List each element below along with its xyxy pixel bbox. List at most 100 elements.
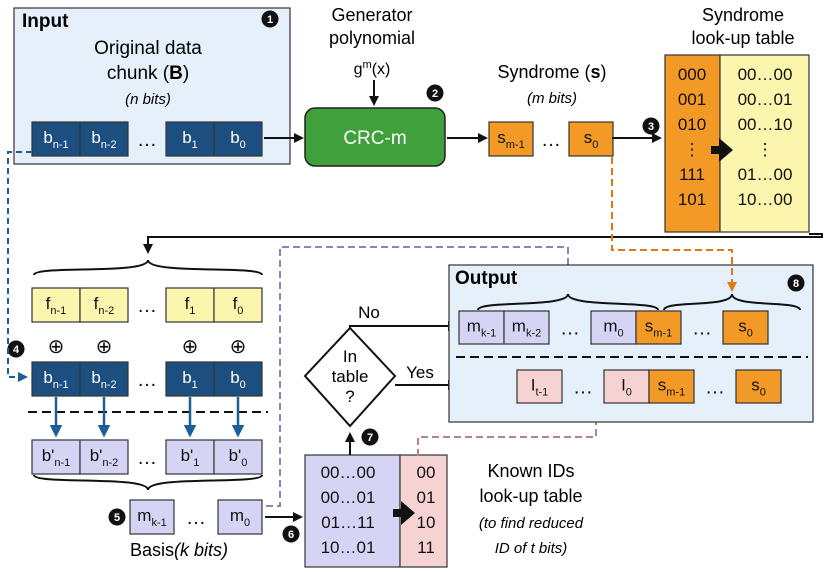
output-row2-cell-2 (603, 369, 650, 404)
reduced-bprime-cell-1-text: b'n-2 (90, 446, 119, 469)
syndrome-bit-cell-2-text: s0 (584, 128, 599, 151)
masked-b-ellipsis: … (137, 369, 157, 391)
syndrome-table-entries: 000001010⋮11110100…0000…0100…10⋮01…0010…… (678, 65, 793, 209)
decision-no-label: No (358, 303, 380, 322)
basis-brace (33, 474, 263, 491)
step-badge-5: 5 (108, 508, 126, 526)
input-bit-cell-4 (213, 121, 263, 157)
syndrome-bit-cell-0 (488, 121, 534, 157)
masked-b-cell-4 (213, 361, 263, 397)
xor-symbol: ⊕ (96, 336, 113, 358)
decision-text-line1: In (343, 347, 357, 366)
masked-b-cell-0 (31, 361, 81, 397)
reduced-bprime-cell-4 (213, 439, 263, 475)
output-panel-title: Output (455, 268, 518, 289)
known-table-value: 11 (417, 538, 435, 557)
decision-text-line3: ? (345, 387, 354, 406)
known-table-note-line2: ID of t bits) (495, 540, 568, 557)
step-badge-4: 4 (7, 340, 25, 358)
known-table-key: 00…01 (321, 488, 376, 507)
output-row2-cell-5 (735, 369, 782, 404)
basis-to-output-dashed-arrow (266, 246, 573, 507)
svg-text:3: 3 (648, 121, 654, 133)
output-row1-cell-4 (635, 310, 682, 345)
masked-b-cell-1-text: bn-2 (91, 368, 116, 391)
syndrome-table-title-line1: Syndrome (702, 5, 784, 25)
syndrome-to-output-dashed-arrow (611, 157, 737, 292)
output-row2-cell-2-text: I0 (621, 376, 632, 399)
input-bit-ellipsis: … (137, 129, 157, 151)
crc-box-label: CRC-m (343, 128, 406, 149)
table-to-mask-arrow (143, 233, 823, 254)
output-row1-cell-6 (722, 310, 769, 345)
output-row2-ellipsis: … (573, 377, 593, 399)
svg-text:8: 8 (793, 278, 799, 290)
output-row1-cell-1 (503, 310, 550, 345)
masked-b-cell-4-text: b0 (230, 368, 246, 391)
decision-yes-label: Yes (406, 363, 434, 382)
step-badge-6: 6 (282, 525, 300, 543)
output-row1-ellipsis: … (692, 318, 712, 340)
known-table-value: 01 (417, 488, 436, 507)
known-table-value: 10 (417, 513, 436, 532)
basis-cells: mk-1…m0 (129, 499, 263, 535)
mask-f-cell-4 (213, 287, 263, 323)
output-row2-ellipsis: … (705, 377, 725, 399)
step-badge-2: 2 (426, 84, 444, 102)
known-table-title-line2: look-up table (479, 486, 582, 506)
basis-cell-2-text: m0 (230, 506, 250, 529)
output-row2-cell-0 (516, 369, 563, 404)
step-badge-7: 7 (361, 428, 379, 446)
output-row2-cell-5-text: s0 (751, 376, 766, 399)
masked-b-cell-1 (79, 361, 129, 397)
generator-polynomial: gm(x) (354, 59, 391, 78)
syndrome-table-value: 10…00 (738, 190, 793, 209)
output-row1-cell-3 (590, 310, 637, 345)
output-row1-cell-0-text: mk-1 (467, 317, 496, 340)
crc-box (304, 107, 446, 167)
syndrome-table-value: ⋮ (757, 140, 774, 159)
decision-diamond (303, 326, 397, 428)
svg-text:2: 2 (432, 88, 438, 100)
input-bit-cell-4-text: b0 (230, 128, 246, 151)
xor-operators: ⊕⊕⊕⊕ (48, 336, 247, 358)
reduced-bprime-cell-4-text: b'0 (229, 446, 248, 469)
output-row1-ellipsis: … (560, 318, 580, 340)
xor-symbol: ⊕ (182, 336, 199, 358)
input-to-mask-dashed-arrow (7, 151, 32, 382)
known-table-title-line1: Known IDs (487, 461, 574, 481)
reduced-bprime-cell-0-text: b'n-1 (42, 446, 71, 469)
syndrome-table-lookup-arrow (711, 138, 733, 162)
syndrome-table-value: 01…00 (738, 165, 793, 184)
mask-f-ellipsis: … (137, 295, 157, 317)
svg-text:6: 6 (288, 529, 294, 541)
syndrome-table-key: 000 (678, 65, 706, 84)
syndrome-table-value-column (719, 54, 810, 233)
input-bit-cell-0-text: bn-1 (43, 128, 68, 151)
masked-b-cell-3-text: b1 (182, 368, 198, 391)
reduced-bprime-cell-1 (79, 439, 129, 475)
input-bit-cell-1-text: bn-2 (91, 128, 116, 151)
step-badge-8: 8 (787, 274, 805, 292)
known-table-note-line1: (to find reduced (479, 515, 584, 532)
syndrome-table-value: 00…10 (738, 115, 793, 134)
syndrome-bit-cell-0-text: sm-1 (497, 128, 524, 151)
xor-symbol: ⊕ (230, 336, 247, 358)
step-badge-1: 1 (261, 10, 279, 28)
generator-label-line2: polynomial (329, 28, 415, 48)
known-table-value: 00 (417, 463, 436, 482)
step-badge-3: 3 (642, 117, 660, 135)
output-row1-cell-1-text: mk-2 (512, 317, 541, 340)
mask-f-cell-4-text: f0 (233, 294, 244, 317)
chunk-bits-note: (n bits) (125, 91, 171, 108)
input-bit-cell-0 (31, 121, 81, 157)
mask-f-cell-1-text: fn-2 (94, 294, 115, 317)
output-row1-cell-0 (458, 310, 505, 345)
